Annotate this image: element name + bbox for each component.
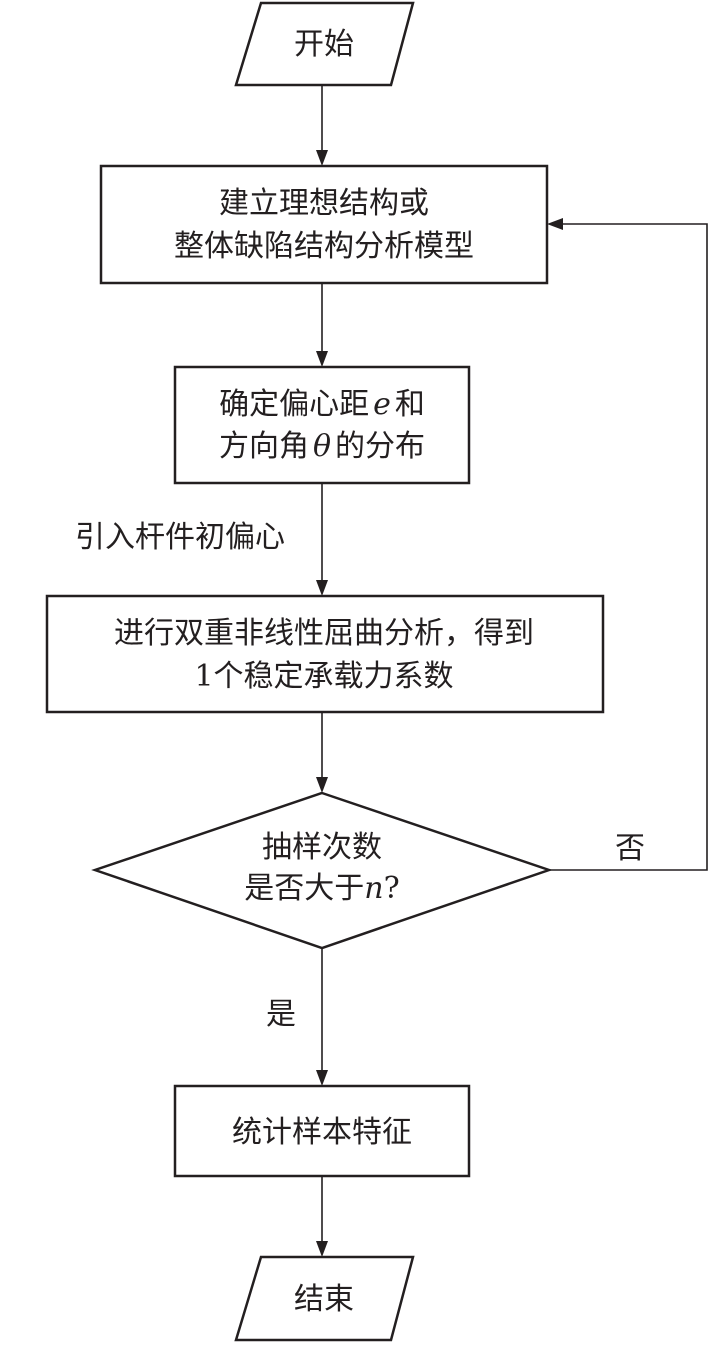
decision-line1: 抽样次数 [262,830,382,865]
decision-line2: 是否大于n? [244,871,399,906]
arrowhead [316,777,328,793]
arrowhead [316,580,328,596]
arrowhead [547,218,563,230]
end-node [234,1255,415,1342]
introduce-eccentricity-label: 引入杆件初偏心 [75,520,285,555]
build-model-node [99,164,549,285]
determine-node [173,365,471,485]
arrowhead [316,1241,328,1257]
analysis-line1: 进行双重非线性屈曲分析，得到 [114,616,534,651]
build-model-line1: 建立理想结构或 [219,186,429,221]
connector-no-loop [549,223,708,871]
arrowhead [316,351,328,367]
start-node [234,1,415,87]
arrowhead [316,150,328,166]
analysis-node [45,594,605,714]
build-model-line2: 整体缺陷结构分析模型 [174,229,474,264]
start-label: 开始 [294,27,354,62]
no-label: 否 [615,831,645,866]
analysis-line2: 1个稳定承载力系数 [194,659,453,694]
end-label: 结束 [294,1282,354,1317]
yes-label: 是 [266,997,296,1032]
arrowhead [316,1070,328,1086]
stats-label: 统计样本特征 [232,1115,412,1150]
